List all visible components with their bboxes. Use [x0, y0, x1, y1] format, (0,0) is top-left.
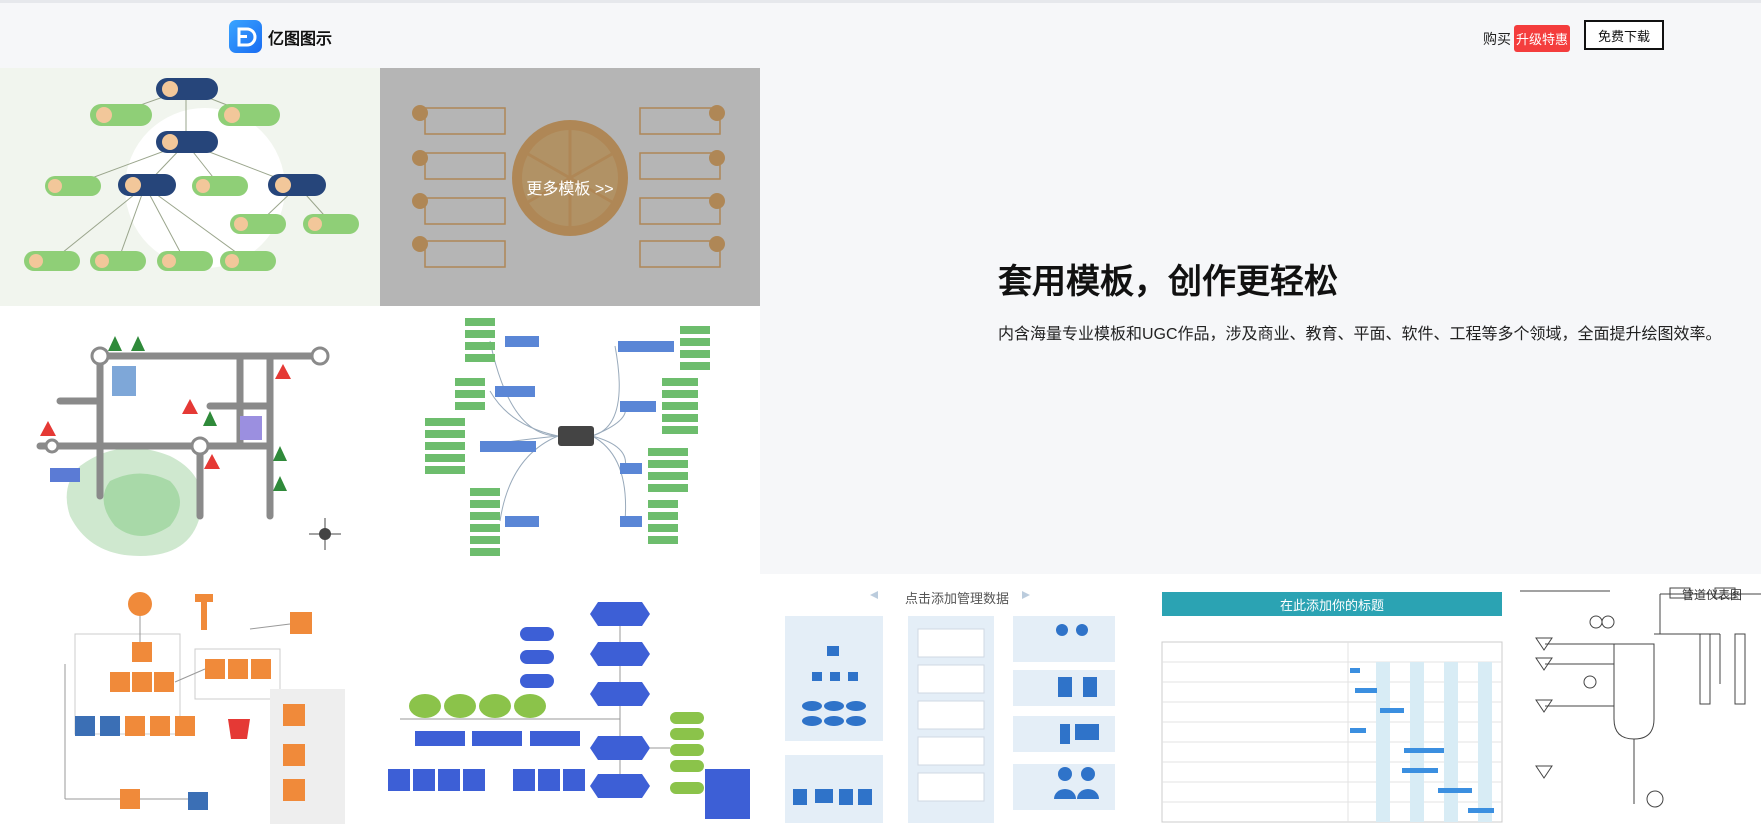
- buy-link[interactable]: 购买: [1483, 30, 1511, 47]
- template-gantt-chart[interactable]: 在此添加你的标题: [1140, 574, 1520, 835]
- mind-map-thumbnail: [425, 318, 710, 556]
- buy-area: 购买 升级特惠: [1483, 25, 1571, 52]
- gantt-thumbnail: [1161, 641, 1503, 823]
- gantt-title: 在此添加你的标题: [1279, 597, 1384, 613]
- hero-description: 内含海量专业模板和UGC作品，涉及商业、教育、平面、软件、工程等多个领域，全面提…: [998, 326, 1722, 343]
- top-border: [0, 0, 1761, 3]
- template-mind-map[interactable]: [380, 306, 760, 574]
- more-templates-link[interactable]: 更多模板 >>: [526, 181, 614, 198]
- compass-icon: [309, 518, 341, 550]
- brand-name: 亿图图示: [268, 30, 333, 48]
- free-download-button[interactable]: 免费下载: [1584, 20, 1664, 50]
- template-pid-diagram[interactable]: 管道仪表图: [1520, 574, 1761, 835]
- brand-logo[interactable]: 亿图图示: [229, 20, 332, 53]
- pid-title: 管道仪表图: [1682, 588, 1743, 602]
- site-header: 亿图图示 购买 升级特惠 免费下载: [0, 3, 1761, 67]
- template-city-map[interactable]: [0, 306, 380, 574]
- template-cloud-architecture[interactable]: [0, 574, 380, 835]
- cloud-architecture-thumbnail: [64, 592, 345, 824]
- gantt-title-bar: 在此添加你的标题: [1162, 592, 1502, 616]
- template-org-chart[interactable]: [0, 68, 380, 306]
- pid-thumbnail: [1520, 587, 1761, 808]
- org-chart-thumbnail: [24, 78, 359, 271]
- template-title-data: 点击添加管理数据: [905, 591, 1010, 606]
- map-thumbnail: [36, 336, 341, 556]
- edraw-logo-icon: [229, 20, 262, 53]
- flowchart-thumbnail: [388, 602, 750, 819]
- template-flowchart[interactable]: [380, 574, 760, 835]
- data-diagram-thumbnail: [785, 591, 1115, 823]
- template-data-management[interactable]: 点击添加管理数据: [760, 574, 1140, 835]
- template-more[interactable]: 更多模板 >>: [380, 68, 760, 306]
- promo-badge[interactable]: 升级特惠: [1514, 25, 1571, 52]
- more-templates-overlay[interactable]: 更多模板 >>: [380, 68, 760, 306]
- hero-title: 套用模板，创作更轻松: [998, 263, 1338, 301]
